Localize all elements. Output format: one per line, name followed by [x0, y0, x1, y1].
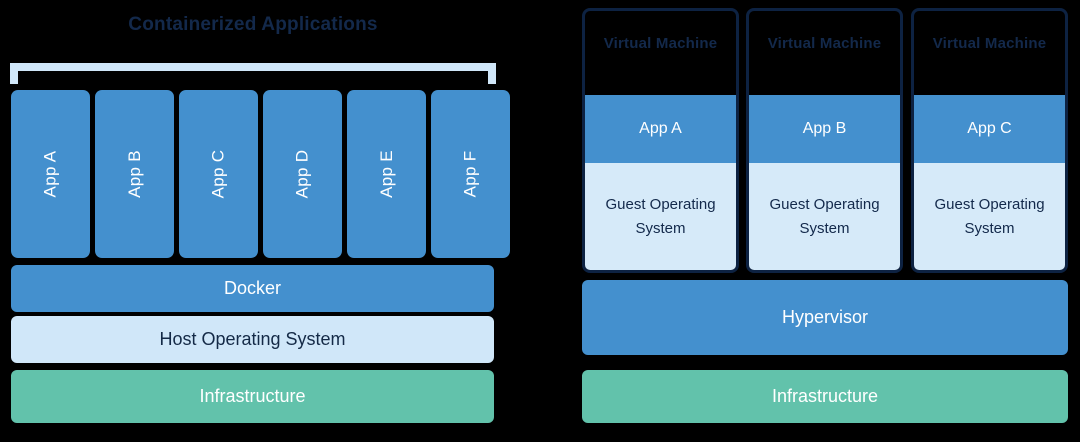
virtual-machine-2[interactable]: Virtual Machine App B Guest Operating Sy… [746, 8, 903, 273]
container-app-f[interactable]: App F [431, 90, 510, 258]
virtual-machine-1[interactable]: Virtual Machine App A Guest Operating Sy… [582, 8, 739, 273]
infrastructure-layer-containers[interactable]: Infrastructure [11, 370, 494, 423]
virtual-machine-2-app[interactable]: App B [749, 95, 900, 163]
virtual-machine-3-guest-os[interactable]: Guest Operating System [914, 163, 1065, 270]
container-app-b[interactable]: App B [95, 90, 174, 258]
hypervisor-layer[interactable]: Hypervisor [582, 280, 1068, 355]
containerized-applications-title: Containerized Applications [128, 14, 378, 35]
virtual-machine-3-title: Virtual Machine [932, 35, 1047, 52]
container-app-c[interactable]: App C [179, 90, 258, 258]
host-operating-system-layer[interactable]: Host Operating System [11, 316, 494, 363]
virtual-machine-1-guest-os[interactable]: Guest Operating System [585, 163, 736, 270]
virtual-machine-1-app[interactable]: App A [585, 95, 736, 163]
docker-layer[interactable]: Docker [11, 265, 494, 312]
container-app-e[interactable]: App E [347, 90, 426, 258]
virtual-machine-3[interactable]: Virtual Machine App C Guest Operating Sy… [911, 8, 1068, 273]
virtual-machine-3-app[interactable]: App C [914, 95, 1065, 163]
virtual-machine-1-title: Virtual Machine [603, 35, 718, 52]
infrastructure-layer-vms[interactable]: Infrastructure [582, 370, 1068, 423]
container-app-d[interactable]: App D [263, 90, 342, 258]
virtual-machine-2-guest-os[interactable]: Guest Operating System [749, 163, 900, 270]
containers-panel: Containerized Applications App A App B A… [10, 14, 510, 423]
applications-bracket [10, 63, 496, 84]
bracket-tick-right [488, 63, 496, 84]
container-app-a[interactable]: App A [11, 90, 90, 258]
bracket-tick-left [10, 63, 18, 84]
virtual-machine-2-title: Virtual Machine [767, 35, 882, 52]
bracket-bar [10, 63, 496, 71]
